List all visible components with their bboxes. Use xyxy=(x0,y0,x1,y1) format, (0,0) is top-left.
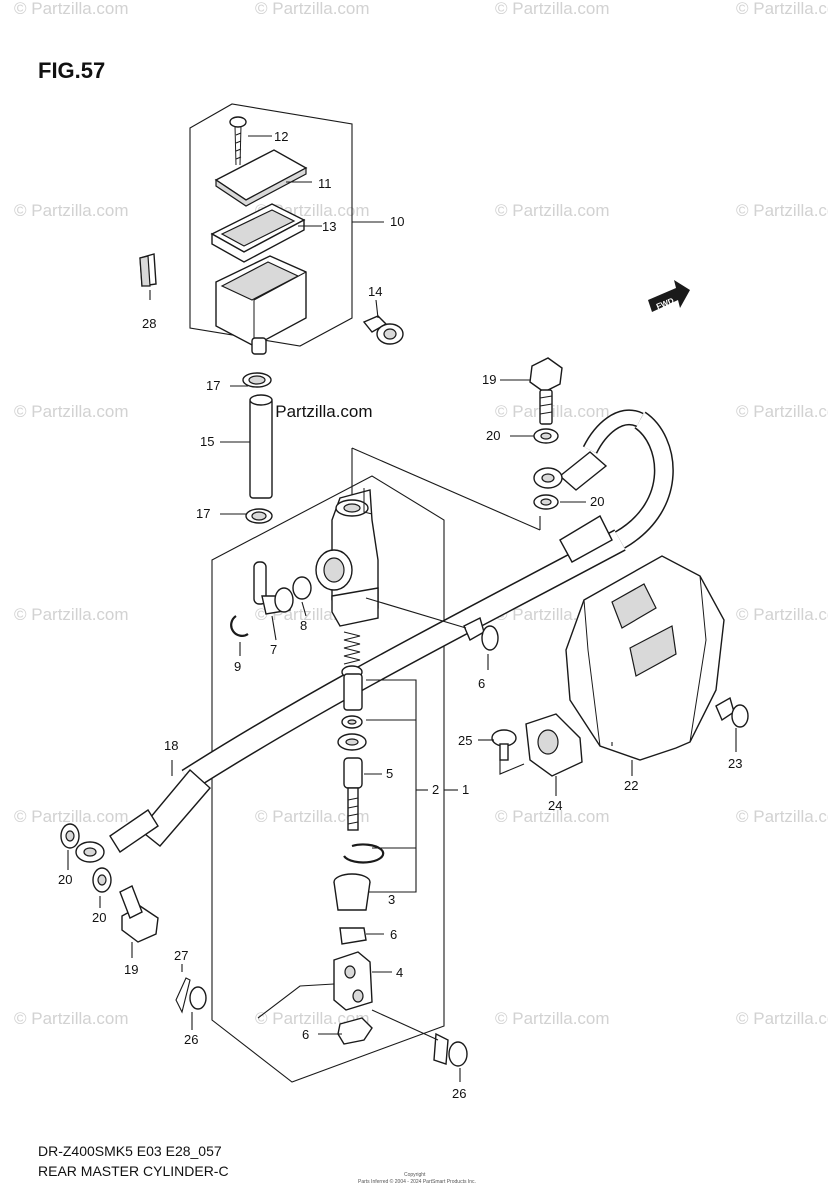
watermark: © Partzilla.com xyxy=(495,1009,610,1028)
callout-19-upper: 19 xyxy=(482,372,496,387)
watermark: © Partzilla.com xyxy=(736,807,828,826)
watermark: © Partzilla.com xyxy=(14,1009,129,1028)
callout-13: 12 xyxy=(274,129,288,144)
callout-19-lower: 19 xyxy=(124,962,138,977)
callout-9: 9 xyxy=(234,659,241,674)
watermark: © Partzilla.com xyxy=(255,807,370,826)
callout-24: 25 xyxy=(458,733,472,748)
callout-12: 11 xyxy=(318,176,332,191)
callout-15: 14 xyxy=(368,284,382,299)
watermark-grid: © Partzilla.com © Partzilla.com © Partzi… xyxy=(14,0,828,1028)
callout-20-a: 20 xyxy=(486,428,500,443)
watermark: © Partzilla.com xyxy=(495,807,610,826)
callout-23: 24 xyxy=(548,798,562,813)
callout-20-b: 20 xyxy=(590,494,604,509)
fwd-arrow-icon: FWD xyxy=(648,280,690,312)
part-25-pin xyxy=(433,1032,468,1067)
callout-14: 13 xyxy=(322,219,336,234)
watermark: © Partzilla.com xyxy=(736,402,828,421)
copyright-line-1: Copyright xyxy=(404,1172,426,1178)
callout-17-lower: 17 xyxy=(196,506,210,521)
part-10-bolt xyxy=(463,616,499,651)
watermark: © Partzilla.com xyxy=(14,0,129,18)
callout-26: 26 xyxy=(184,1032,198,1047)
watermark: © Partzilla.com xyxy=(14,402,129,421)
part-23-clamp xyxy=(525,713,583,777)
callout-20-d: 20 xyxy=(92,910,106,925)
part-26-washer xyxy=(189,986,207,1010)
callout-7: 7 xyxy=(270,642,277,657)
part-9-circlip xyxy=(230,615,249,637)
part-15-bolt xyxy=(362,315,404,345)
callout-8: 8 xyxy=(300,618,307,633)
part-19-bolt-upper xyxy=(529,357,563,425)
part-16-hose xyxy=(242,372,273,524)
callout-5: 5 xyxy=(386,766,393,781)
part-8-oring xyxy=(292,576,312,600)
callout-25: 26 xyxy=(452,1086,466,1101)
callout-3: 3 xyxy=(388,892,395,907)
part-24-screw xyxy=(491,729,517,761)
leader-lines xyxy=(67,135,737,1082)
watermark: © Partzilla.com xyxy=(14,807,129,826)
callout-18: 18 xyxy=(164,738,178,753)
callout-10: 6 xyxy=(478,676,485,691)
watermark: © Partzilla.com xyxy=(495,0,610,18)
callout-28: 28 xyxy=(142,316,156,331)
watermark: © Partzilla.com xyxy=(255,0,370,18)
section-title: REAR MASTER CYLINDER-C xyxy=(38,1163,229,1179)
watermark: © Partzilla.com xyxy=(495,201,610,220)
callout-labels: 12 11 13 10 14 28 17 15 17 19 20 20 8 7 … xyxy=(58,129,742,1101)
part-20-washers xyxy=(60,428,559,893)
callout-17-upper: 17 xyxy=(206,378,220,393)
figure-title: FIG.57 xyxy=(38,58,105,83)
watermark: © Partzilla.com xyxy=(736,605,828,624)
internal-components xyxy=(333,631,385,1045)
part-7-fitting xyxy=(253,561,294,615)
reservoir-assembly xyxy=(189,103,353,355)
part-19-bolt-lower xyxy=(119,885,159,943)
callout-27: 27 xyxy=(174,948,188,963)
watermark: © Partzilla.com xyxy=(736,0,828,18)
master-cylinder-body xyxy=(315,488,379,627)
callout-2: 2 xyxy=(432,782,439,797)
watermark: © Partzilla.com xyxy=(14,605,129,624)
model-code: DR-Z400SMK5 E03 E28_057 xyxy=(38,1143,222,1159)
callout-6-lower: 6 xyxy=(302,1027,309,1042)
part-21-guard xyxy=(565,555,725,761)
part-18-brake-hose xyxy=(75,409,674,863)
copyright-line-2: Parts Inferred © 2004 - 2024 PartSmart P… xyxy=(358,1178,476,1185)
watermark: © Partzilla.com xyxy=(736,1009,828,1028)
callout-21: 22 xyxy=(624,778,638,793)
part-27-cotter-pin xyxy=(175,977,191,1014)
callout-22: 23 xyxy=(728,756,742,771)
watermark: © Partzilla.com xyxy=(14,201,129,220)
callout-20-c: 20 xyxy=(58,872,72,887)
callout-6-upper: 6 xyxy=(390,927,397,942)
callout-16: 15 xyxy=(200,434,214,449)
part-28-clip xyxy=(139,253,157,287)
callout-1: 1 xyxy=(462,782,469,797)
part-22-bolt xyxy=(715,696,749,728)
brand-mark: © Partzilla.com xyxy=(258,402,373,421)
callout-11: 10 xyxy=(390,214,404,229)
callout-4: 4 xyxy=(396,965,403,980)
watermark: © Partzilla.com xyxy=(736,201,828,220)
